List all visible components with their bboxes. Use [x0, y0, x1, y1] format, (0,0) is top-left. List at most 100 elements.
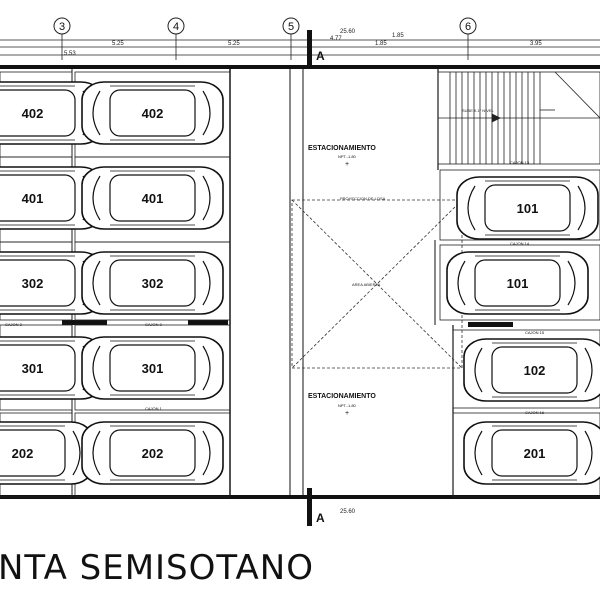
stall-label: CAJON 1	[145, 406, 163, 411]
axis-label: 4	[173, 21, 179, 33]
stairs	[437, 71, 600, 165]
parked-car: 302	[81, 251, 224, 315]
zone-label-upper: ESTACIONAMIENTO NPT.-1.80 +	[308, 145, 376, 168]
dimension-value: 1.85	[392, 33, 404, 39]
zone-level: NPT.-1.80	[338, 154, 357, 159]
car-body	[463, 421, 600, 485]
parked-car: 101	[456, 176, 599, 240]
car-windshield-front	[92, 430, 101, 476]
dimension-value: 5.53	[64, 51, 76, 57]
car-body	[463, 338, 600, 402]
zone-level: NPT.-1.80	[338, 403, 357, 408]
car-roof	[0, 89, 76, 137]
car-roof	[0, 429, 66, 477]
stall-label: CAJON 14	[510, 241, 530, 246]
parked-car: 402	[81, 81, 224, 145]
car-roof	[109, 429, 196, 477]
car-body	[446, 251, 589, 315]
car-unit-label: 101	[507, 276, 529, 291]
car-unit-label: 402	[22, 106, 44, 121]
wall-segments	[62, 320, 513, 327]
parked-car: 401	[0, 166, 104, 230]
zone-title: ESTACIONAMIENTO	[308, 393, 376, 400]
car-windshield-front	[92, 345, 101, 391]
car-body	[81, 81, 224, 145]
parked-car: 101	[446, 251, 589, 315]
car-roof	[0, 259, 76, 307]
car-windshield-front	[474, 347, 483, 393]
stall-label: CAJON 16	[525, 410, 545, 415]
car-windshield-rear	[202, 260, 211, 306]
parked-car: 401	[81, 166, 224, 230]
section-cut-top: A	[307, 30, 325, 65]
car-roof	[0, 344, 76, 392]
car-windshield-front	[92, 260, 101, 306]
car-body	[81, 251, 224, 315]
car-unit-label: 402	[142, 106, 164, 121]
car-unit-label: 202	[142, 446, 164, 461]
zone-mark: +	[345, 161, 349, 168]
axis-label: 5	[288, 21, 294, 33]
car-roof	[109, 344, 196, 392]
car-windshield-rear	[577, 185, 586, 231]
axis-markers	[53, 17, 477, 35]
car-windshield-rear	[202, 345, 211, 391]
stall-label: CAJON 3	[5, 322, 23, 327]
car-unit-label: 302	[22, 276, 44, 291]
stall-label: CAJON 15	[525, 330, 545, 335]
car-unit-label: 201	[524, 446, 546, 461]
car-windshield-rear	[202, 90, 211, 136]
floor-plan: 5.53 5.25 5.25 4.77 1.85 25.60 3.95 1.85…	[0, 17, 600, 526]
car-roof	[0, 174, 76, 222]
dimension-value: 5.25	[112, 41, 124, 47]
car-roof	[109, 259, 196, 307]
parked-car: 301	[81, 336, 224, 400]
dimension-value: 1.85	[375, 41, 387, 47]
car-unit-label: 101	[517, 201, 539, 216]
car-unit-label: 401	[22, 191, 44, 206]
zone-mark: +	[345, 410, 349, 417]
car-roof	[491, 346, 578, 394]
parked-car: 102	[463, 338, 600, 402]
car-unit-label: 401	[142, 191, 164, 206]
car-windshield-rear	[584, 430, 593, 476]
car-roof	[474, 259, 561, 307]
stair-label: SUBE A 1° NIVEL	[462, 108, 495, 113]
car-windshield-rear	[72, 430, 81, 476]
car-windshield-front	[474, 430, 483, 476]
car-windshield-rear	[567, 260, 576, 306]
car-unit-label: 301	[22, 361, 44, 376]
car-windshield-rear	[202, 175, 211, 221]
section-mark: A	[316, 49, 325, 63]
stall-label: CAJON 2	[145, 322, 163, 327]
axis-label: 6	[465, 21, 471, 33]
car-unit-label: 102	[524, 363, 546, 378]
parked-car: 202	[81, 421, 224, 485]
car-windshield-front	[92, 175, 101, 221]
section-mark: A	[316, 511, 325, 525]
zone-label-lower: ESTACIONAMIENTO NPT.-1.80 +	[308, 393, 376, 417]
car-unit-label: 301	[142, 361, 164, 376]
car-windshield-front	[467, 185, 476, 231]
car-roof	[109, 89, 196, 137]
car-roof	[491, 429, 578, 477]
car-roof	[484, 184, 571, 232]
parked-car: 201	[463, 421, 600, 485]
car-roof	[109, 174, 196, 222]
dimension-value: 25.60	[340, 509, 356, 515]
car-body	[81, 421, 224, 485]
car-windshield-rear	[202, 430, 211, 476]
car-body	[456, 176, 599, 240]
central-void	[291, 199, 463, 369]
parked-car: 202	[0, 421, 94, 485]
car-body	[81, 166, 224, 230]
slab-projection-label: PROYECCION DE LOSA	[340, 196, 386, 201]
car-unit-label: 302	[142, 276, 164, 291]
axis-label: 3	[59, 21, 65, 33]
car-windshield-rear	[584, 347, 593, 393]
dimension-value: 3.95	[530, 41, 542, 47]
car-body	[81, 336, 224, 400]
dimension-strip	[0, 25, 600, 60]
parked-car: 301	[0, 336, 104, 400]
cars: 402 401 302 301 202 402 401 302 301 202 101 101 102 2…	[0, 81, 600, 485]
